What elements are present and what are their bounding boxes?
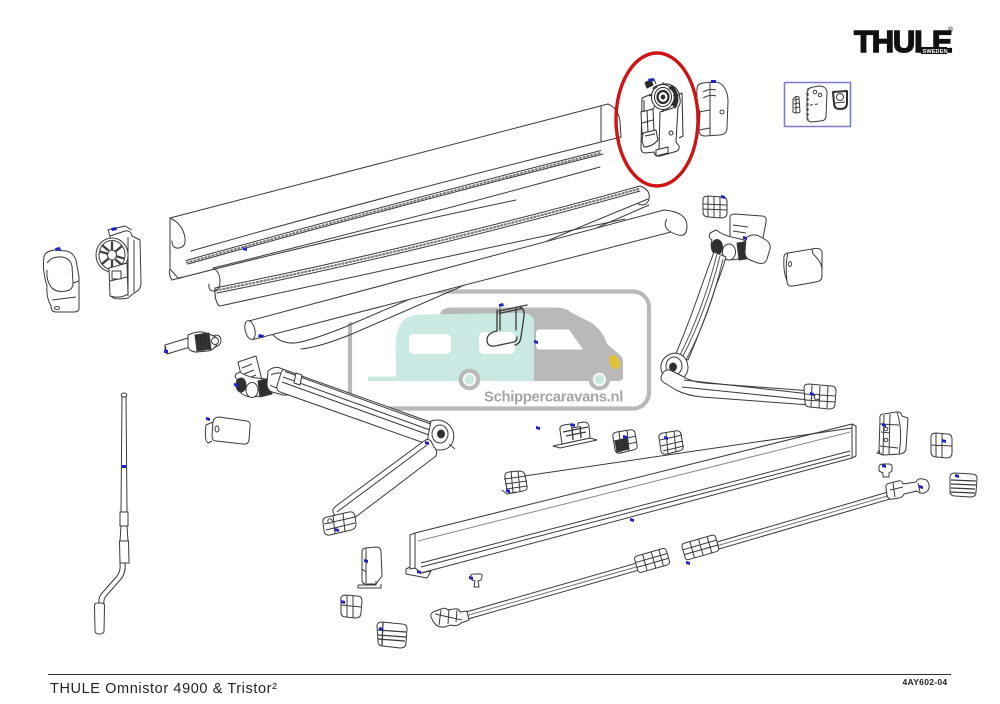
svg-text:Schippercaravans.nl: Schippercaravans.nl bbox=[484, 390, 623, 406]
